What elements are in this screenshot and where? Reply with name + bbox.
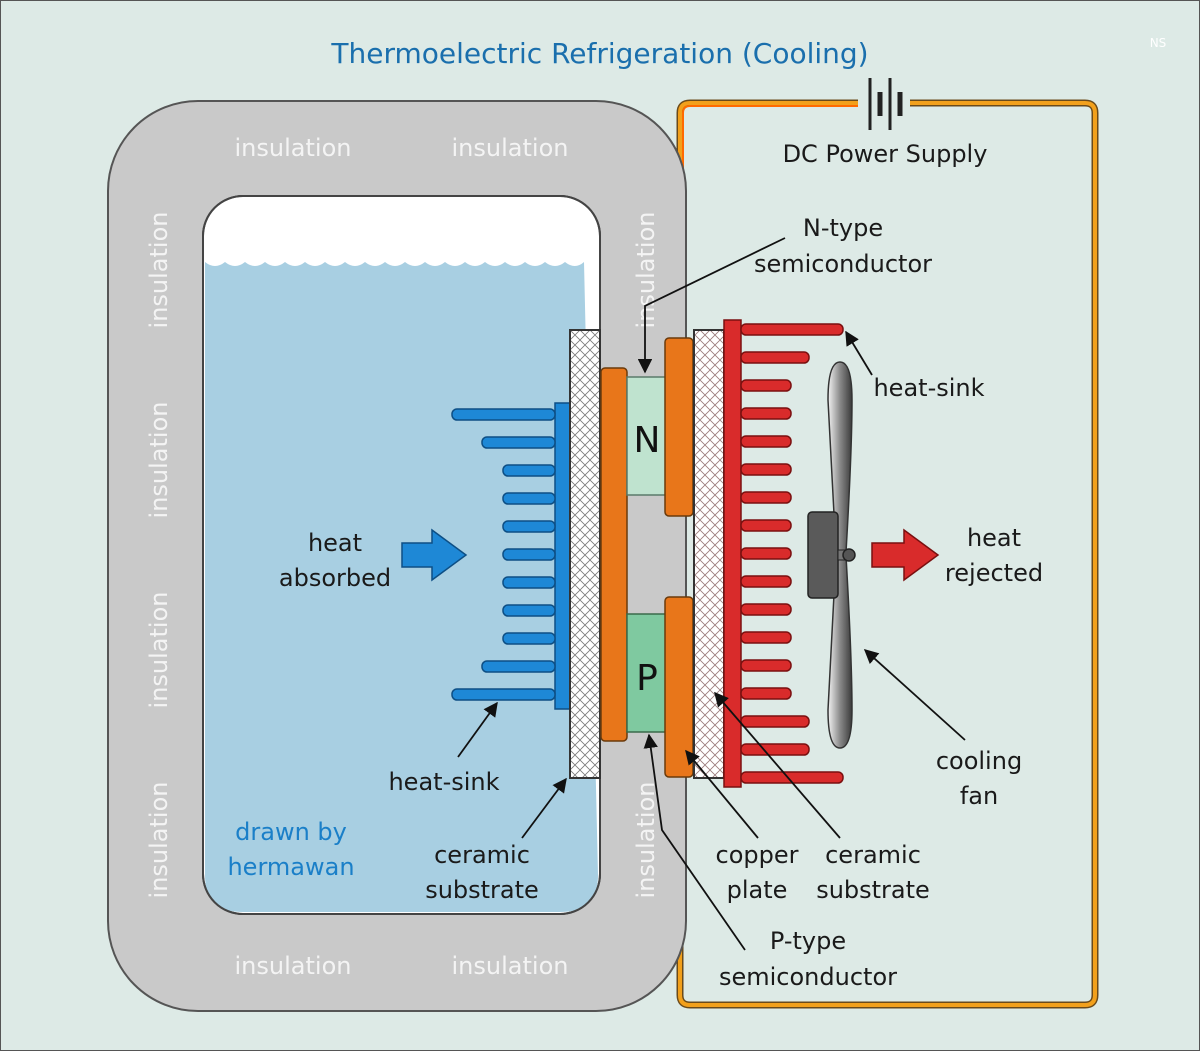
ceramic-substrate-cold-line2: substrate [425,876,539,904]
ceramic-substrate-hot-line1: ceramic [825,841,921,869]
copper-plate-cold [600,367,628,742]
hot-heat-sink [723,319,844,788]
dc-power-supply-label: DC Power Supply [783,140,988,168]
insulation-label-left-4: insulation [145,782,173,899]
corner-mark: NS [1150,36,1167,50]
p-type-letter: P [636,658,658,699]
cold-heat-sink-label: heat-sink [388,768,499,796]
heat-rejected-line1: heat [967,524,1021,552]
insulation-label-top-left: insulation [235,134,352,162]
copper-plate-label-line1: copper [716,841,799,869]
n-type-semiconductor [626,376,668,496]
cooling-fan-label-line1: cooling [936,747,1022,775]
ceramic-substrate-cold-line1: ceramic [434,841,530,869]
heat-absorbed-line1: heat [308,529,362,557]
hot-heat-sink-label: heat-sink [873,374,984,402]
ceramic-substrate-hot [693,329,725,779]
insulation-label-left-2: insulation [145,402,173,519]
insulation-label-top-right: insulation [452,134,569,162]
insulation-label-bottom-left: insulation [235,952,352,980]
battery-icon [858,78,910,130]
insulation-label-right-1: insulation [632,212,660,329]
heat-rejected-line2: rejected [945,559,1043,587]
insulation-label-left-1: insulation [145,212,173,329]
circuit-wire [678,101,1097,1007]
n-type-label-line2: semiconductor [754,250,932,278]
cooling-fan-label-line2: fan [960,782,998,810]
p-type-label-line2: semiconductor [719,963,897,991]
ceramic-substrate-cold [569,329,601,779]
n-type-label-line1: N-type [803,214,883,242]
copper-plate-hot-top [664,337,694,517]
cooling-fan-icon [807,361,856,749]
credit-line1: drawn by [235,818,347,846]
copper-plate-label-line2: plate [727,876,788,904]
heat-rejected-arrow-icon [871,528,940,582]
copper-plate-hot-bottom [664,596,694,778]
circuit-wire-highlight [682,105,860,338]
insulation-label-left-3: insulation [145,592,173,709]
p-type-label-line1: P-type [770,927,846,955]
credit-line2: hermawan [227,853,354,881]
leader-lines [457,237,966,951]
insulation-label-bottom-right: insulation [452,952,569,980]
n-type-letter: N [634,420,661,461]
heat-absorbed-line2: absorbed [279,564,391,592]
water [205,262,598,912]
insulation-label-right-2: insulation [632,782,660,899]
diagram-title: Thermoelectric Refrigeration (Cooling) [330,37,868,70]
p-type-semiconductor [626,613,668,733]
ceramic-substrate-hot-line2: substrate [816,876,930,904]
heat-absorbed-arrow-icon [401,528,468,582]
